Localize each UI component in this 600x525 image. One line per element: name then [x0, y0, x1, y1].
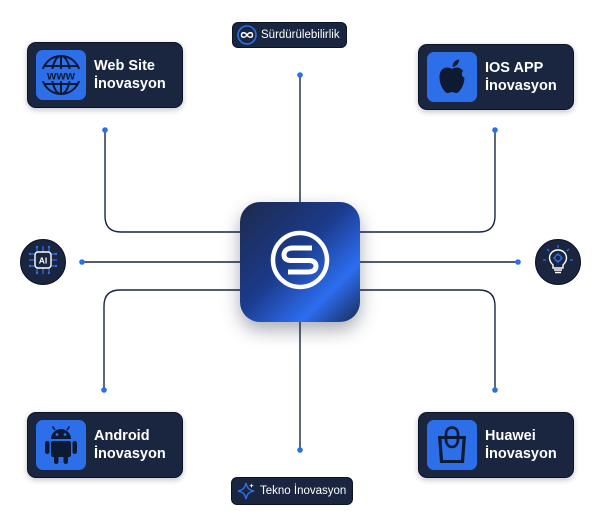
- ios-app-subtitle: İnovasyon: [485, 78, 557, 94]
- sustainability-pill: Sürdürülebilirlik: [232, 22, 347, 48]
- brand-hub: [240, 202, 360, 322]
- apple-icon: [427, 52, 477, 102]
- tech-innovation-label: Tekno İnovasyon: [260, 485, 347, 497]
- ai-node: AI: [20, 239, 66, 285]
- android-card: Android İnovasyon: [27, 412, 183, 478]
- ai-chip-icon: AI: [26, 243, 60, 282]
- android-icon: [36, 420, 86, 470]
- brand-logo-icon: [268, 228, 332, 297]
- dot-bottom-right: [492, 387, 498, 393]
- dot-right: [515, 259, 521, 265]
- dot-left: [79, 259, 85, 265]
- lightbulb-gear-icon: [541, 243, 575, 282]
- sustainability-label: Sürdürülebilirlik: [261, 29, 340, 41]
- infinity-icon: [237, 25, 257, 45]
- ios-app-title: IOS APP: [485, 60, 544, 76]
- web-site-subtitle: İnovasyon: [94, 76, 166, 92]
- ios-app-card: IOS APP İnovasyon: [418, 44, 574, 110]
- shopping-bag-icon: [427, 420, 477, 470]
- sparkle-icon: [236, 481, 256, 501]
- idea-node: [535, 239, 581, 285]
- wire-bottom-right: [358, 289, 496, 390]
- android-title: Android: [94, 428, 150, 444]
- wire-bottom-left: [103, 289, 242, 390]
- huawei-subtitle: İnovasyon: [485, 446, 557, 462]
- svg-text:www: www: [46, 69, 76, 83]
- huawei-title: Huawei: [485, 428, 536, 444]
- ai-chip-label: AI: [39, 255, 48, 265]
- huawei-card: Huawei İnovasyon: [418, 412, 574, 478]
- tech-innovation-pill: Tekno İnovasyon: [231, 477, 354, 505]
- web-site-card: www Web Site İnovasyon: [27, 42, 183, 108]
- dot-bottom: [297, 447, 303, 453]
- www-globe-icon: www: [36, 50, 86, 100]
- dot-bottom-left: [101, 387, 107, 393]
- wire-top-right: [358, 130, 496, 233]
- android-subtitle: İnovasyon: [94, 446, 166, 462]
- web-site-title: Web Site: [94, 58, 155, 74]
- dot-top: [297, 72, 303, 78]
- wire-top-left: [104, 130, 242, 233]
- dot-top-right: [492, 127, 498, 133]
- dot-top-left: [102, 127, 108, 133]
